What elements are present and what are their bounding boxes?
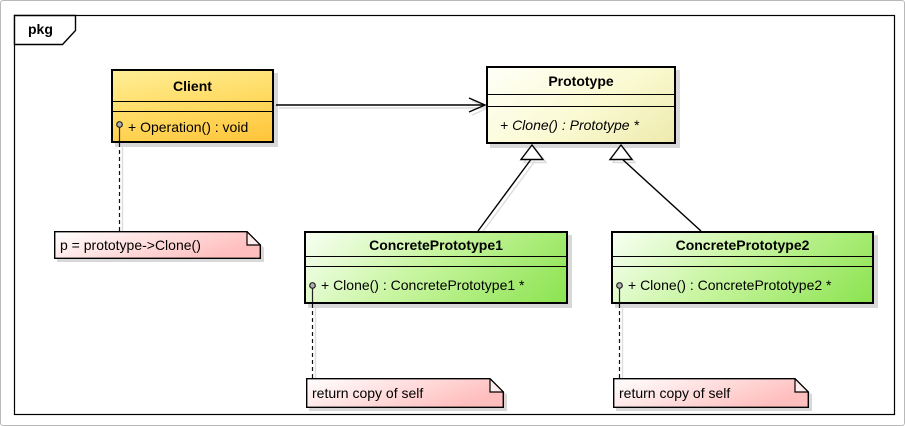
generalization-concrete2-prototype [620, 157, 702, 232]
operation-concreteprototype2: + Clone() : ConcretePrototype2 * [628, 276, 832, 293]
association-open-arrowhead [468, 97, 487, 113]
note-text: return copy of self [312, 385, 424, 401]
class-attributes-concreteprototype1 [306, 256, 566, 267]
generalization-concrete1-prototype [477, 157, 533, 232]
package-frame-label: pkg [28, 21, 53, 37]
generalization-triangle-2 [608, 143, 634, 161]
generalization2-shadow [623, 160, 705, 235]
note-return-copy-2: return copy of self [613, 378, 809, 408]
operation-concreteprototype1: + Clone() : ConcretePrototype1 * [321, 276, 525, 293]
class-box-prototype: Prototype + Clone() : Prototype * [486, 66, 676, 144]
class-attributes-client [113, 101, 272, 112]
note-fold-corner [489, 378, 504, 393]
class-operations-client: + Operation() : void [113, 112, 272, 141]
class-attributes-concreteprototype2 [613, 256, 872, 267]
class-box-concreteprototype2: ConcretePrototype2 + Clone() : ConcreteP… [611, 231, 874, 304]
class-box-concreteprototype1: ConcretePrototype1 + Clone() : ConcreteP… [304, 231, 568, 304]
class-attributes-prototype [488, 94, 674, 107]
note-client-call: p = prototype->Clone() [54, 231, 261, 259]
note-fold-corner [794, 378, 809, 393]
note-text: return copy of self [619, 385, 731, 401]
note-fold-corner [246, 231, 261, 246]
class-operations-concreteprototype2: + Clone() : ConcretePrototype2 * [613, 267, 872, 302]
class-box-client: Client + Operation() : void [111, 69, 274, 143]
class-name-concreteprototype2: ConcretePrototype2 [675, 236, 810, 253]
generalization1-triangle-shadow [522, 146, 548, 164]
class-name-client: Client [173, 78, 212, 94]
generalization-triangle-1 [519, 143, 545, 161]
generalization2-triangle-shadow [611, 146, 637, 164]
operation-client: + Operation() : void [128, 118, 249, 135]
class-operations-concreteprototype1: + Clone() : ConcretePrototype1 * [306, 267, 566, 302]
note-return-copy-1: return copy of self [306, 378, 504, 408]
note-text: p = prototype->Clone() [60, 237, 201, 253]
class-name-concreteprototype1: ConcretePrototype1 [369, 236, 503, 253]
generalization1-shadow [480, 160, 536, 235]
class-operations-prototype: + Clone() : Prototype * [488, 107, 674, 142]
operation-prototype: + Clone() : Prototype * [500, 116, 639, 133]
class-name-prototype: Prototype [548, 73, 614, 89]
